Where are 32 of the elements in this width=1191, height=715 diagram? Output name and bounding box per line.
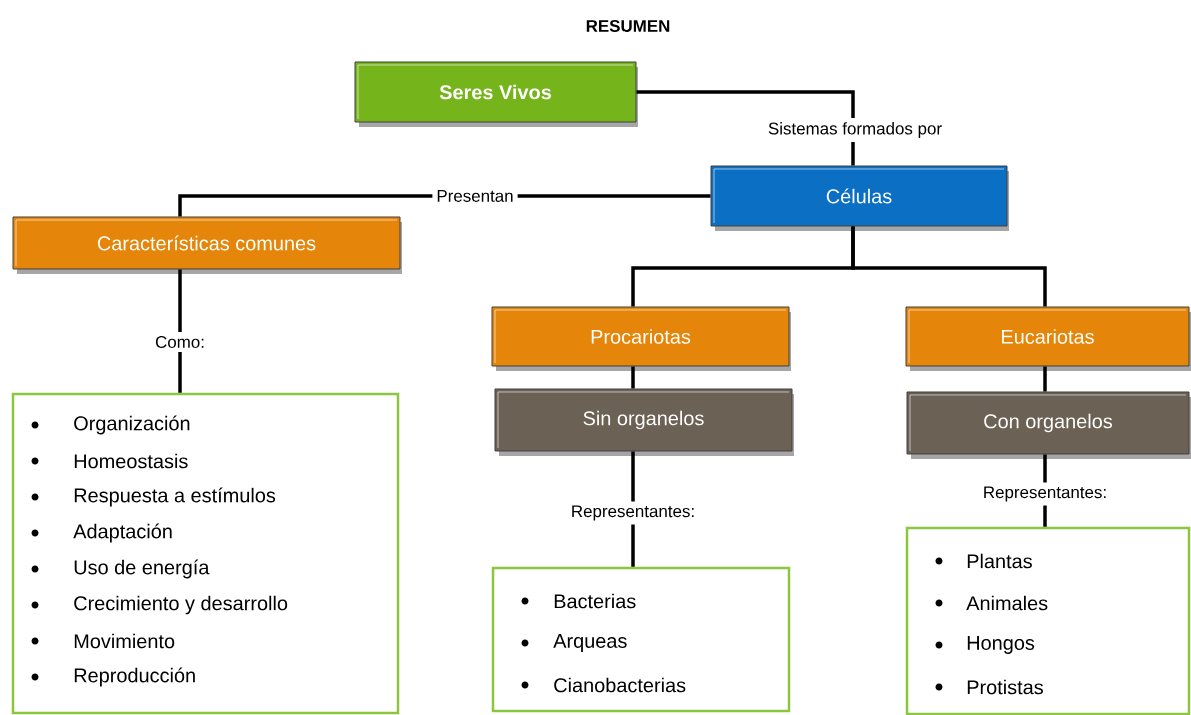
connector xyxy=(636,90,855,166)
list-item: Plantas xyxy=(967,553,1032,569)
title-box: Seres Vivos xyxy=(354,61,638,127)
edge-label: Sistemas formados por xyxy=(763,118,947,142)
list-item: Movimiento xyxy=(74,633,175,649)
process-box: Procariotas xyxy=(491,306,791,371)
process-box: Características comunes xyxy=(12,216,402,274)
edge-label: Como: xyxy=(151,332,209,352)
list-item: Hongos xyxy=(967,636,1035,654)
list-item: Adaptación xyxy=(73,523,172,543)
process-box: Eucariotas xyxy=(905,306,1191,371)
connector xyxy=(851,226,1047,307)
list-item: Cianobacterias xyxy=(554,677,686,693)
edge-label: Representantes: xyxy=(978,482,1112,506)
list-item: Reproducción xyxy=(74,667,195,687)
process-box: Células xyxy=(710,165,1009,231)
list-item: Bacterias xyxy=(554,593,636,609)
title: RESUMEN xyxy=(586,20,670,32)
list-item: Organización xyxy=(74,415,190,435)
list-item: Animales xyxy=(966,595,1048,611)
list-item: Crecimiento y desarrollo xyxy=(74,595,288,615)
process-box: Con organelos xyxy=(906,391,1191,459)
list-item: Uso de energía xyxy=(74,559,210,579)
list-item: Respuesta a estímulos xyxy=(74,487,276,507)
list-item: Homeostasis xyxy=(74,453,188,469)
connector xyxy=(1043,366,1047,392)
process-box: Sin organelos xyxy=(494,388,794,456)
list-item: Arqueas xyxy=(553,634,627,652)
edge-label: Presentan xyxy=(432,186,518,206)
connector xyxy=(631,366,635,389)
edge-label: Representantes: xyxy=(566,501,700,525)
list-item: Protistas xyxy=(967,679,1043,695)
